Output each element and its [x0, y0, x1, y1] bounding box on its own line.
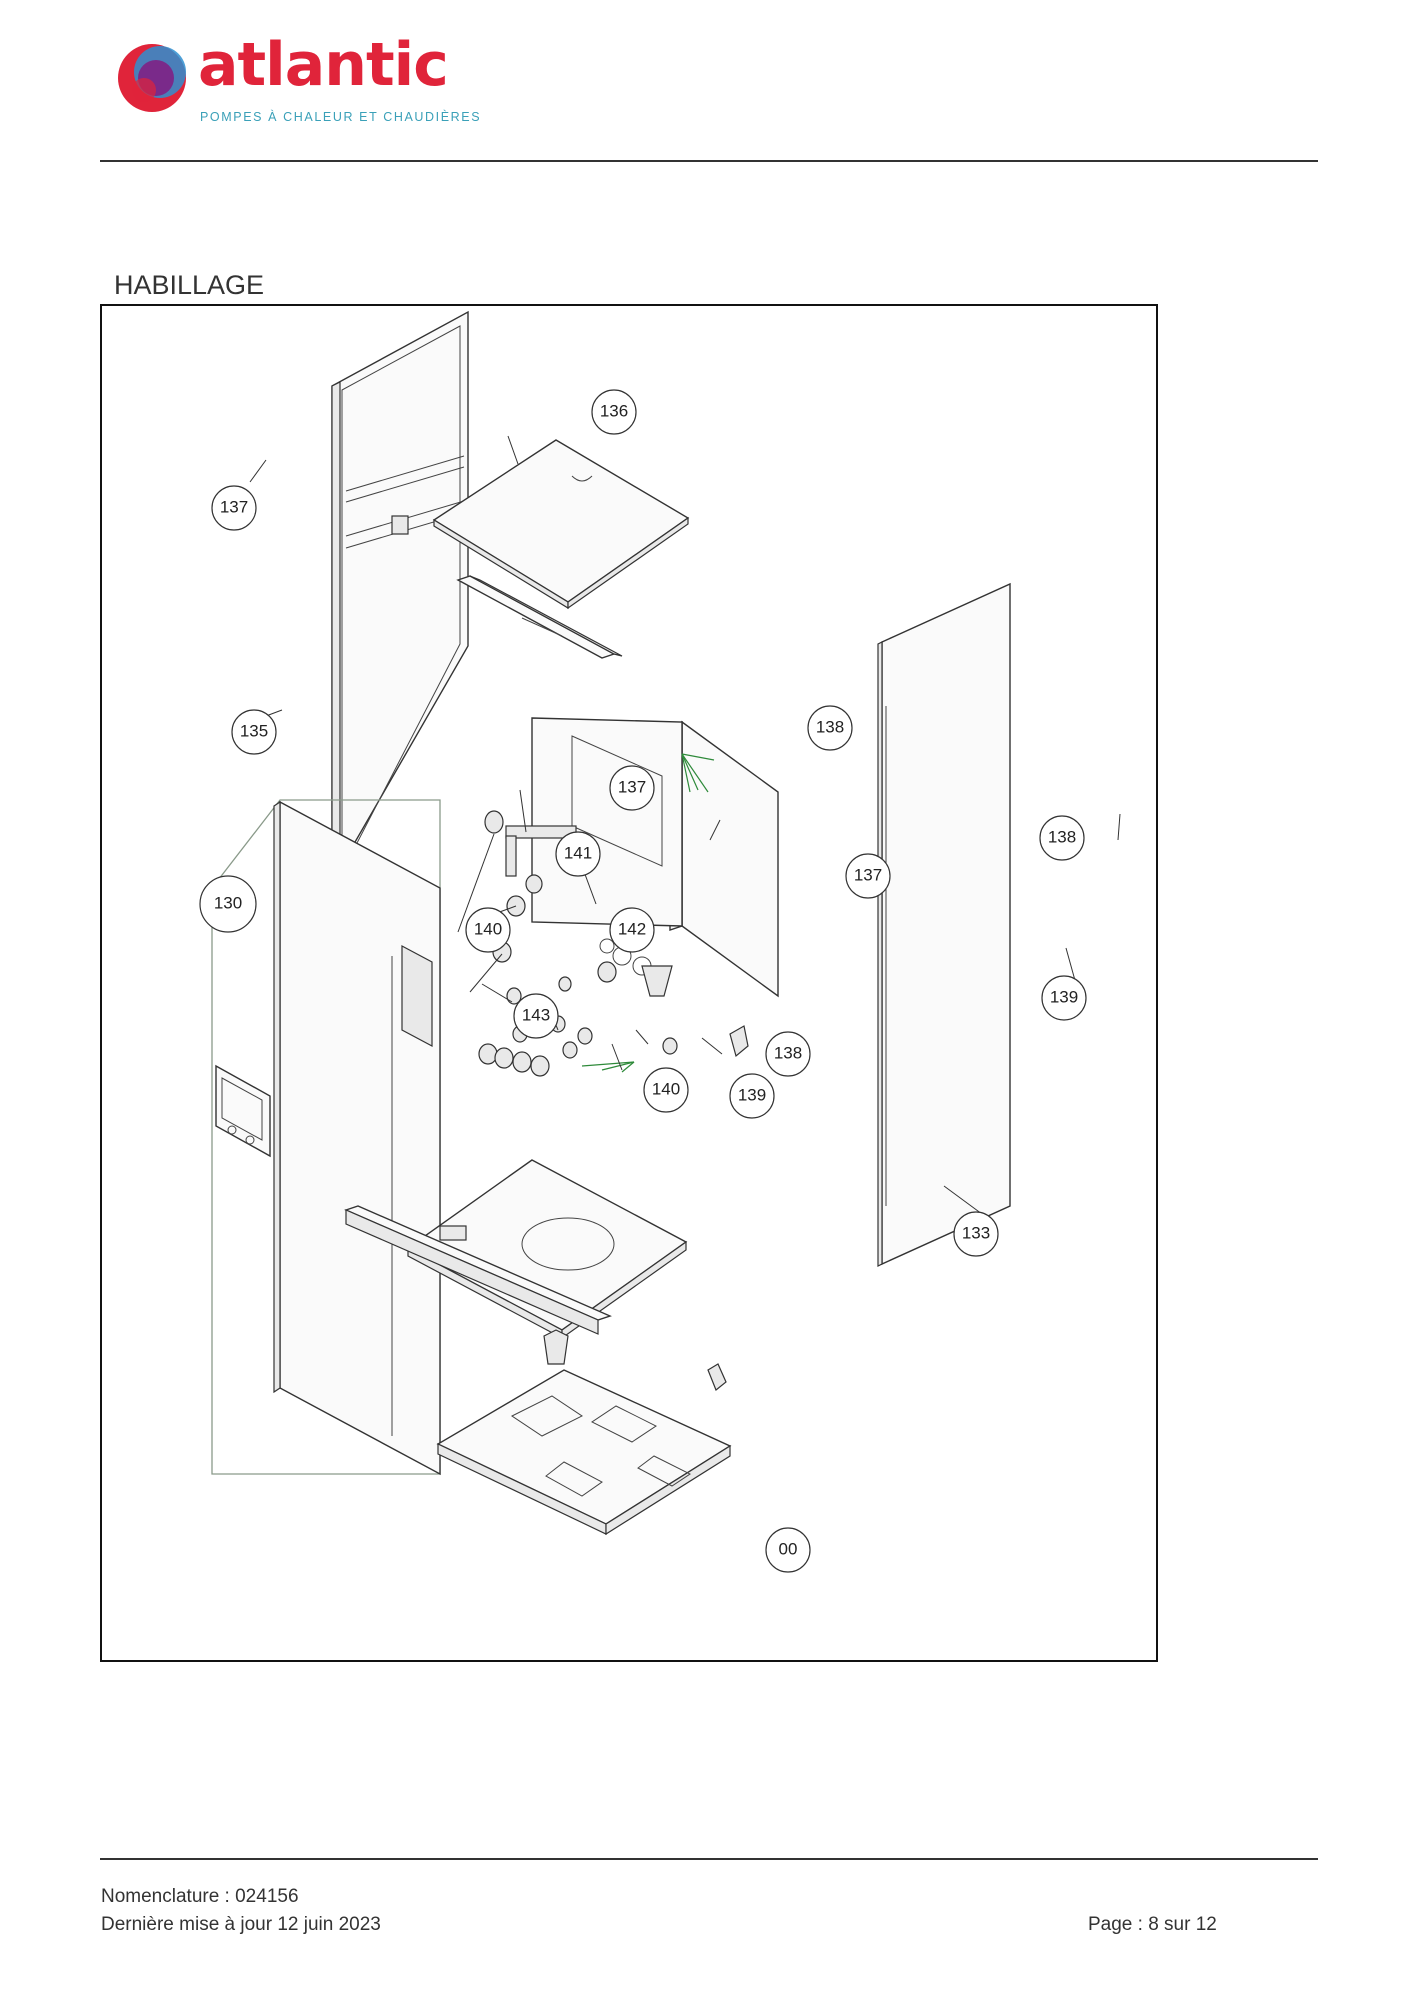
- svg-text:137: 137: [854, 865, 882, 884]
- svg-text:133: 133: [962, 1223, 990, 1242]
- grommets-cluster: [478, 810, 749, 1077]
- callout-136: 136: [591, 389, 637, 435]
- svg-text:140: 140: [652, 1079, 680, 1098]
- callout-137-right: 137: [845, 853, 891, 899]
- top-lid: [432, 439, 690, 610]
- callout-130: 130: [199, 875, 257, 933]
- callout-143: 143: [513, 993, 559, 1039]
- leader-lines: [249, 435, 1121, 1215]
- exploded-view-diagram: 136 137 135 138 137 141 138 137 130 140 …: [199, 310, 1121, 1573]
- right-side-panel: [877, 582, 1011, 1267]
- brand-mark-icon: [118, 44, 186, 112]
- callout-135: 135: [231, 709, 277, 755]
- top-rail: [456, 575, 623, 659]
- header-rule: [100, 160, 1318, 162]
- callout-140-top: 140: [465, 907, 511, 953]
- svg-text:00: 00: [779, 1539, 798, 1558]
- callout-141: 141: [555, 831, 601, 877]
- callout-138-top: 138: [807, 705, 853, 751]
- svg-text:139: 139: [738, 1085, 766, 1104]
- callout-139-right: 139: [1041, 975, 1087, 1021]
- callout-140-bottom: 140: [643, 1067, 689, 1113]
- rear-plate: [505, 717, 779, 998]
- svg-text:135: 135: [240, 721, 268, 740]
- svg-text:138: 138: [1048, 827, 1076, 846]
- svg-text:137: 137: [618, 777, 646, 796]
- section-title: HABILLAGE: [114, 270, 265, 300]
- svg-text:141: 141: [564, 843, 592, 862]
- svg-text:138: 138: [774, 1043, 802, 1062]
- svg-text:143: 143: [522, 1005, 550, 1024]
- callout-133: 133: [953, 1211, 999, 1257]
- svg-text:137: 137: [220, 497, 248, 516]
- svg-text:140: 140: [474, 919, 502, 938]
- svg-text:139: 139: [1050, 987, 1078, 1006]
- footer-page-number: Page : 8 sur 12: [1088, 1914, 1217, 1935]
- base-plate: [436, 1329, 732, 1536]
- exploded-diagram-frame: 136 137 135 138 137 141 138 137 130 140 …: [100, 304, 1158, 1662]
- brand-tagline: POMPES À CHALEUR ET CHAUDIÈRES: [200, 110, 482, 124]
- callout-142: 142: [609, 907, 655, 953]
- footer-updated-date: Dernière mise à jour 12 juin 2023: [101, 1914, 381, 1935]
- callout-137-mid: 137: [609, 765, 655, 811]
- svg-text:142: 142: [618, 919, 646, 938]
- callout-137-top: 137: [211, 485, 257, 531]
- callout-00: 00: [765, 1527, 811, 1573]
- front-panel: [211, 799, 441, 1476]
- footer-rule: [100, 1858, 1318, 1860]
- svg-text:130: 130: [214, 893, 242, 912]
- brand-logo: atlantic POMPES À CHALEUR ET CHAUDIÈRES: [112, 30, 492, 128]
- callout-138-right: 138: [1039, 815, 1085, 861]
- footer-nomenclature: Nomenclature : 024156: [101, 1886, 299, 1907]
- front-bottom-rail: [344, 1205, 612, 1335]
- callout-139-bottom: 139: [729, 1073, 775, 1119]
- callout-138-bottom: 138: [765, 1031, 811, 1077]
- svg-text:136: 136: [600, 401, 628, 420]
- brand-name: atlantic: [198, 30, 449, 100]
- left-side-panel: [331, 310, 469, 885]
- svg-text:138: 138: [816, 717, 844, 736]
